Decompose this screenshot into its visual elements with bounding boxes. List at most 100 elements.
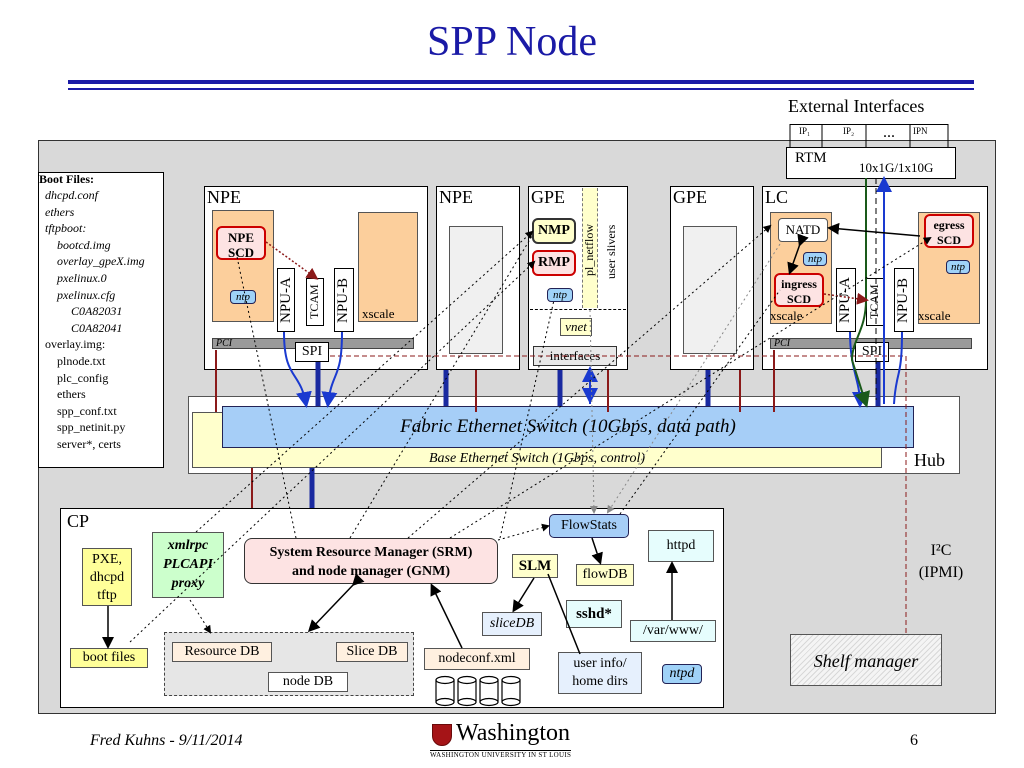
boot-file-pxelinux-cfg: pxelinux.cfg: [57, 287, 116, 302]
npe-scd-link: [265, 241, 319, 280]
sshd-box: sshd*: [566, 600, 622, 628]
lc-xscale-label-1: xscale: [770, 308, 803, 323]
nodeconf-xml: nodeconf.xml: [424, 648, 530, 670]
boot-file-overlay-gpe: overlay_gpeX.img: [57, 254, 145, 269]
srm-line1: System Resource Manager (SRM): [269, 545, 473, 560]
gpe2-inner: [683, 226, 737, 354]
user-info-line2: home dirs: [572, 674, 628, 689]
ingress-scd-link: [823, 292, 869, 305]
boot-file-spp-conf: spp_conf.txt: [57, 403, 117, 418]
boot-files-panel: Boot Files: dhcpd.conf ethers tftpboot: …: [38, 172, 164, 468]
boot-file-tftpboot: tftpboot:: [45, 221, 87, 236]
npe1-xscale-label: xscale: [362, 306, 395, 321]
lc-xscale-label-2: xscale: [918, 308, 951, 323]
cp-label: CP: [67, 511, 90, 531]
boot-file-c0a82031: C0A82031: [71, 304, 123, 319]
pl-netflow-strip: [582, 188, 598, 308]
port-ip1: IP₁: [799, 126, 811, 136]
rtm-links: 10x1G/1x10G: [859, 160, 934, 175]
slicedb-box: sliceDB: [482, 612, 542, 636]
pxe-line2: dhcpd: [89, 570, 125, 585]
npe1-ntp-badge: ntp: [230, 290, 256, 304]
slm-box: SLM: [512, 554, 558, 578]
npe2-label: NPE: [439, 187, 474, 207]
gpe1-divider: [530, 309, 626, 310]
pxe-line3: tftp: [97, 588, 117, 603]
page-number: 6: [910, 732, 918, 749]
user-info-box: user info/ home dirs: [558, 652, 642, 694]
boot-file-overlay-img: overlay.img:: [45, 337, 106, 352]
boot-file-ethers: ethers: [45, 204, 75, 219]
srm-box: System Resource Manager (SRM) and node m…: [244, 538, 498, 584]
npe1-spi: SPI: [295, 342, 329, 362]
vnet-box: vnet: [560, 318, 592, 336]
user-info-line1: user info/: [573, 656, 627, 671]
boot-file-server-certs: server*, certs: [57, 436, 121, 451]
npu-data-paths: [283, 331, 903, 408]
page-title: SPP Node: [427, 19, 597, 65]
database-cylinders: [435, 675, 521, 707]
npe-scd: NPE SCD: [216, 226, 266, 260]
boot-file-bootcd: bootcd.img: [57, 237, 111, 252]
node-db: node DB: [268, 672, 348, 692]
port-ellipsis: ...: [883, 124, 895, 141]
xmlrpc-line2: PLCAPI: [163, 557, 213, 572]
npe1-label: NPE: [207, 187, 242, 207]
natd-ingress-link: [787, 233, 809, 275]
university-shield-icon: [432, 724, 452, 746]
footer-author: Fred Kuhns - 9/11/2014: [90, 732, 243, 749]
pxe-line1: PXE,: [92, 552, 122, 567]
title-divider-thin: [68, 88, 974, 90]
gpe2-label: GPE: [673, 187, 708, 207]
resource-db: Resource DB: [172, 642, 272, 662]
port-ipn: IPN: [913, 126, 928, 136]
port-ip2: IP₂: [843, 126, 855, 136]
external-ports-bar: [790, 124, 948, 136]
xmlrpc-proxy: xmlrpc PLCAPI proxy: [152, 532, 224, 598]
university-logo: Washington WASHINGTON UNIVERSITY IN ST L…: [430, 720, 600, 760]
rtm-label: RTM: [795, 150, 827, 166]
flowdb-box: flowDB: [576, 564, 634, 586]
boot-file-spp-netinit: spp_netinit.py: [57, 420, 126, 435]
i2c-line2: (IPMI): [918, 564, 964, 581]
hub-label: Hub: [914, 450, 945, 470]
var-www-box: /var/www/: [630, 620, 716, 642]
i2c-dashed-link: [330, 355, 907, 634]
cp-arrows: [102, 537, 678, 655]
boot-file-dhcpd: dhcpd.conf: [45, 188, 98, 202]
i2c-line1: I²C: [930, 542, 952, 559]
university-logo-subtitle: WASHINGTON UNIVERSITY IN ST LOUIS: [430, 750, 572, 759]
boot-file-ethers2: ethers: [57, 387, 86, 402]
external-port-ticks: [789, 124, 949, 147]
university-logo-text: Washington: [456, 720, 571, 746]
rmp-box: RMP: [532, 250, 576, 276]
lc-label: LC: [765, 187, 789, 207]
lc-ntp-badge-2: ntp: [946, 260, 970, 274]
npe1-xscale-area: [358, 212, 418, 322]
i2c-label: I²C (IPMI): [906, 540, 976, 584]
gpe1-ntp-badge: ntp: [547, 288, 573, 302]
shelf-manager: Shelf manager: [790, 634, 942, 686]
boot-file-c0a82041: C0A82041: [71, 320, 123, 335]
httpd-box: httpd: [648, 530, 714, 562]
npe2-inner: [449, 226, 503, 354]
gpe1-label: GPE: [531, 187, 566, 207]
title-divider: [68, 80, 974, 84]
xmlrpc-line1: xmlrpc: [167, 538, 209, 553]
pxe-box: PXE, dhcpd tftp: [82, 548, 132, 606]
base-switch-label: Base Ethernet Switch (1Gbps, control): [428, 451, 646, 466]
slice-db: Slice DB: [336, 642, 408, 662]
base-links: [215, 350, 775, 508]
ingress-scd: ingress SCD: [774, 273, 824, 307]
ntpd-badge: ntpd: [662, 664, 702, 684]
external-interfaces-label: External Interfaces: [788, 96, 925, 116]
lc-ntp-badge-1: ntp: [803, 252, 827, 266]
fabric-links: [309, 362, 881, 508]
flowstats-box: FlowStats: [549, 514, 629, 538]
boot-file-plc-config: plc_config: [57, 370, 109, 385]
nmp-box: NMP: [532, 218, 576, 244]
natd-egress-link: [827, 222, 921, 237]
fabric-ethernet-switch: Fabric Ethernet Switch (10Gbps, data pat…: [222, 406, 914, 448]
rtm-box: RTM 10x1G/1x10G: [786, 147, 956, 179]
